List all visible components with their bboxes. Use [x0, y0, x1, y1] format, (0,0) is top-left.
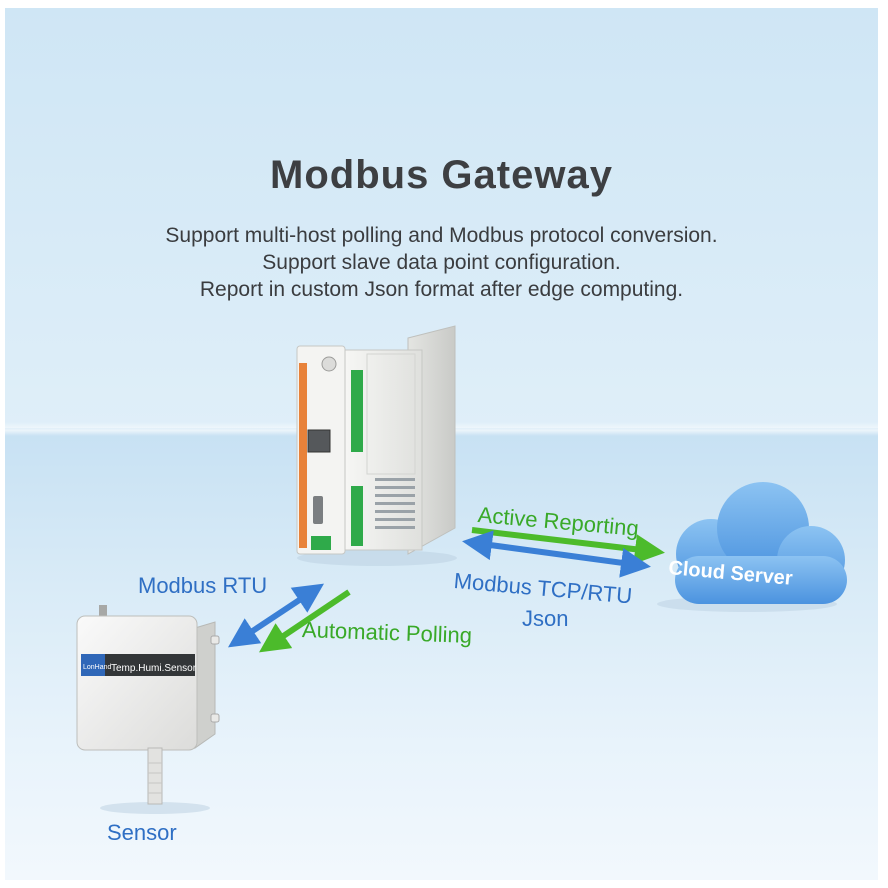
gateway-device: [296, 325, 457, 566]
description-line-3: Report in custom Json format after edge …: [199, 278, 684, 301]
sensor-label: Sensor: [107, 820, 177, 845]
automatic-polling-arrow: [259, 589, 351, 653]
sensor-device: [76, 605, 220, 814]
sensor-model-text: Temp.Humi.Sensor: [111, 663, 197, 674]
page-title: Modbus Gateway: [270, 153, 613, 197]
modbus-tcp-arrow: [462, 530, 651, 578]
description-line-1: Support multi-host polling and Modbus pr…: [165, 224, 718, 247]
modbus-rtu-label: Modbus RTU: [138, 573, 268, 598]
diagram-canvas: Modbus Gateway Support multi-host pollin…: [5, 8, 878, 880]
diagram-graphics: LonHand Temp.Humi.Sensor Cloud Server: [76, 325, 847, 814]
json-label: Json: [522, 606, 569, 631]
sensor-brand-text: LonHand: [83, 664, 112, 671]
modbus-rtu-arrow: [227, 583, 325, 648]
description-line-2: Support slave data point configuration.: [262, 251, 621, 274]
cloud-server-icon: [657, 482, 847, 612]
description: Support multi-host polling and Modbus pr…: [5, 222, 878, 303]
